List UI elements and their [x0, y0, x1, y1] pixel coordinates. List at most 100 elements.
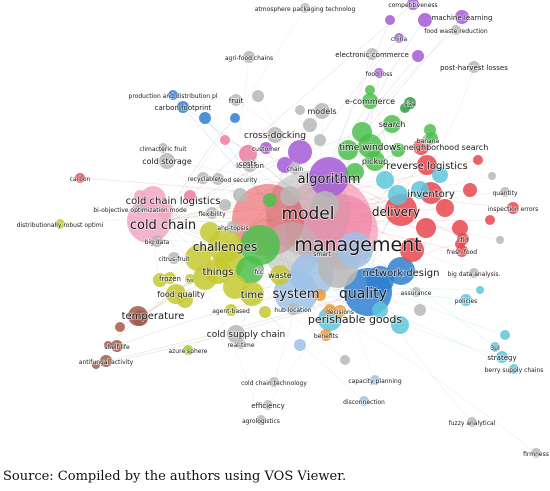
- keyword-bubble: [463, 183, 477, 197]
- keyword-label: agri-food chains: [225, 55, 273, 62]
- keyword-label: distributionally robust optimi: [17, 222, 104, 229]
- keyword-label: delivery: [372, 205, 420, 219]
- keyword-bubble: [227, 221, 239, 233]
- keyword-bubble: [467, 417, 477, 427]
- keyword-bubble: [219, 199, 231, 211]
- keyword-bubble: [159, 153, 175, 169]
- keyword-label: real-time: [227, 342, 254, 349]
- keyword-bubble: [260, 142, 272, 154]
- keyword-bubble: [507, 202, 519, 214]
- keyword-label: inspection errors: [488, 206, 538, 213]
- keyword-label: electronic commerce: [335, 51, 409, 59]
- keyword-bubble: [400, 238, 424, 262]
- keyword-bubble: [432, 167, 448, 183]
- keyword-bubble: [263, 193, 277, 207]
- keyword-label: cold chain technology: [241, 380, 307, 387]
- keyword-label: capacity planning: [348, 378, 401, 385]
- keyword-bubble: [500, 330, 510, 340]
- network-link: [162, 151, 301, 222]
- keyword-label: customer: [252, 146, 281, 153]
- keyword-label: food quality: [157, 290, 205, 299]
- keyword-bubble: [206, 207, 218, 219]
- keyword-bubble: [488, 172, 496, 180]
- keyword-bubble: [184, 190, 196, 202]
- keyword-label: smart: [313, 251, 331, 258]
- keyword-bubble: [424, 124, 436, 136]
- figure-caption: Source: Compiled by the authors using VO…: [3, 469, 347, 484]
- keyword-bubble: [153, 273, 167, 287]
- keyword-bubble: [314, 134, 326, 146]
- keyword-bubble: [230, 94, 242, 106]
- keyword-bubble: [476, 286, 484, 294]
- keyword-label: bi-objective optimization mode: [93, 207, 187, 214]
- keyword-label: size: [404, 101, 416, 108]
- keyword-bubble: [337, 232, 373, 268]
- keyword-label: system: [273, 287, 320, 302]
- keyword-bubble: [183, 345, 193, 355]
- network-link: [162, 131, 363, 222]
- keyword-bubble: [151, 235, 163, 247]
- keyword-bubble: [338, 140, 358, 160]
- keyword-bubble: [243, 51, 255, 63]
- keyword-bubble: [177, 292, 193, 308]
- keyword-label: management: [294, 234, 421, 256]
- keyword-bubble: [168, 252, 180, 264]
- keyword-bubble: [407, 0, 419, 10]
- keyword-bubble: [225, 304, 237, 316]
- keyword-bubble: [469, 268, 479, 278]
- keyword-label: big data: [145, 239, 170, 246]
- keyword-bubble: [132, 310, 148, 326]
- keyword-bubble: [303, 118, 317, 132]
- keyword-bubble: [372, 302, 388, 318]
- keyword-label: fruit: [229, 97, 244, 105]
- keyword-bubble: [400, 103, 410, 113]
- keyword-label: location: [236, 162, 264, 170]
- keyword-bubble: [346, 163, 364, 181]
- keyword-label: competitiveness: [388, 2, 437, 9]
- keyword-bubble: [288, 140, 312, 164]
- keyword-label: firmness: [523, 451, 549, 458]
- label-layer: modelmanagementalgorithmdeliveryqualitys…: [16, 1, 550, 459]
- keyword-bubble: [496, 351, 508, 363]
- keyword-label: strategy: [487, 354, 516, 362]
- keyword-label: decisions: [326, 309, 354, 316]
- keyword-bubble: [385, 15, 395, 25]
- keyword-bubble: [157, 202, 173, 218]
- keyword-label: hub location: [274, 307, 311, 314]
- keyword-bubble: [411, 287, 421, 297]
- keyword-bubble: [158, 143, 168, 153]
- keyword-bubble: [269, 377, 279, 387]
- keyword-label: things: [203, 267, 234, 278]
- keyword-bubble: [436, 199, 454, 217]
- keyword-label: cold storage: [142, 157, 192, 166]
- keyword-bubble: [100, 355, 112, 367]
- keyword-bubble: [418, 13, 432, 27]
- keyword-label: big data analysis.: [448, 271, 501, 278]
- keyword-label: policies: [455, 298, 478, 305]
- keyword-label: inventory: [407, 189, 455, 200]
- keyword-label: climacteric fruit: [139, 146, 187, 153]
- keyword-bubble: [223, 275, 247, 299]
- keyword-label: benefits: [314, 333, 338, 340]
- keyword-label: perishable goods: [308, 313, 402, 326]
- keyword-bubble: [256, 415, 266, 425]
- keyword-bubble: [134, 190, 146, 202]
- keyword-label: citrus-fruit: [158, 256, 190, 263]
- keyword-label: models: [307, 107, 336, 116]
- keyword-label: fvs: [186, 278, 194, 284]
- keyword-bubble: [220, 135, 230, 145]
- keyword-bubble: [230, 113, 240, 123]
- keyword-bubble: [252, 90, 264, 102]
- keyword-label: production and distribution pl: [129, 93, 218, 100]
- keyword-bubble: [295, 105, 305, 115]
- keyword-bubble: [212, 173, 224, 185]
- keyword-label: time: [241, 290, 264, 301]
- keyword-bubble: [366, 48, 378, 60]
- keyword-bubble: [280, 186, 300, 206]
- keyword-label: cold supply chain: [207, 330, 285, 340]
- keyword-bubble: [233, 188, 247, 202]
- keyword-label: food waste reduction: [424, 28, 487, 35]
- keyword-label: quantity: [492, 190, 517, 197]
- keyword-label: agent-based: [212, 308, 250, 315]
- keyword-label: fcc: [255, 269, 264, 276]
